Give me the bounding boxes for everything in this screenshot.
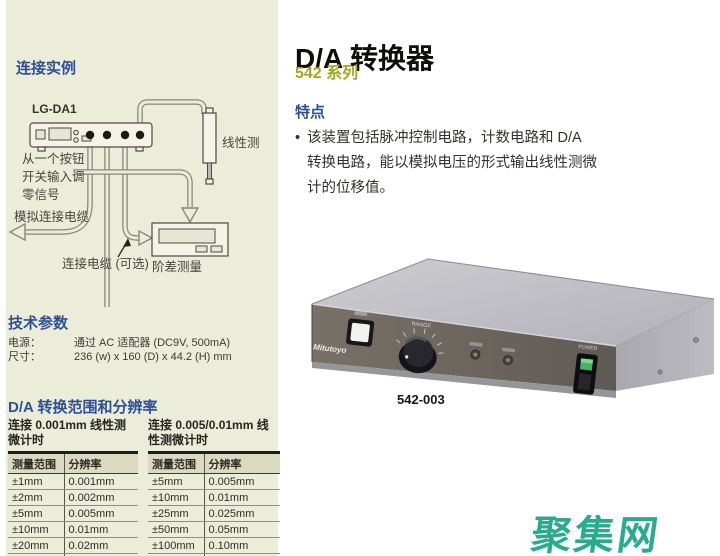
zero-signal-note-line: 零信号 [22, 188, 60, 202]
feature-text: 该装置包括脉冲控制电路，计数电路和 D/A 转换电路，能以模拟电压的形式输出线性… [307, 130, 597, 196]
table-cell: ±5mm [148, 473, 204, 490]
annotation-arrow-icon [117, 238, 131, 258]
col-header-resolution: 分辨率 [63, 452, 138, 474]
col-header-range: 测量范围 [148, 452, 204, 474]
table-cell: ±50mm [148, 521, 204, 538]
table-cell: 0.01mm [63, 521, 138, 538]
button-label-plate [354, 310, 368, 317]
range-knob-label: RANGE [411, 321, 431, 329]
table-cell: 0.025mm [203, 505, 280, 522]
spec-row-power: 电源： 通过 AC 适配器 (DC9V, 500mA) [8, 336, 232, 350]
device-right-face [616, 299, 714, 391]
site-watermark: 聚集网 [528, 514, 664, 556]
table-cell: ±1mm [8, 473, 64, 490]
led-dot [473, 352, 478, 357]
table-cell: 0.05mm [203, 521, 280, 538]
zero-signal-note-line: 从一个按钮 [22, 151, 85, 166]
table-cell: ±25mm [148, 505, 204, 522]
device-label: LG-DA1 [32, 102, 77, 116]
screw-icon [693, 337, 699, 343]
bullet-icon: • [295, 130, 301, 146]
range-table-caption: 连接 0.001mm 线性测微计时 [8, 418, 127, 447]
left-panel: 连接实例 技术参数 电源： 通过 AC 适配器 (DC9V, 500mA) 尺寸：… [6, 0, 280, 556]
connection-example-heading: 连接实例 [16, 60, 77, 77]
table-cell: ±5mm [8, 505, 64, 522]
arrow-left-icon [8, 222, 26, 242]
linear-gauge-drawing [202, 107, 217, 185]
led-dot [506, 358, 510, 362]
table-cell: 0.005mm [63, 505, 138, 522]
brand-logo: Mitutoyo [313, 342, 347, 355]
feature-bullet: • 该装置包括脉冲控制电路，计数电路和 D/A 转换电路，能以模拟电压的形式输出… [295, 126, 597, 201]
step-measure-label: 阶差测量 [152, 260, 202, 274]
page-title: D/A 转换器 [295, 42, 434, 74]
spec-value: 236 (w) x 160 (D) x 44.2 (H) mm [74, 351, 232, 363]
connection-diagram: LG-DA1 线性测 从一个按钮 开关输入调 零信号 模拟连接电缆 连接电缆 (… [8, 99, 260, 307]
power-switch [573, 353, 598, 395]
spec-value: 通过 AC 适配器 (DC9V, 500mA) [74, 337, 231, 349]
cable-paths [8, 99, 207, 307]
table-cell: ±2mm [8, 489, 64, 506]
table-cell: ±20mm [8, 537, 64, 554]
table-cell: ±10mm [8, 521, 64, 538]
table-cell: ±10mm [148, 489, 204, 506]
product-photo: Mitutoyo RANGE [310, 258, 716, 398]
table-cell: 0.02mm [63, 537, 138, 554]
range-knob [396, 328, 444, 374]
counter-unit-drawing [29, 122, 153, 152]
gauge-label: 线性测 [222, 136, 260, 150]
arrow-down-icon [180, 207, 200, 224]
zero-button [350, 322, 370, 343]
zero-signal-note-line: 开关输入调 [22, 169, 85, 184]
table-header-row: 测量范围 分辨率 [8, 452, 138, 474]
specs-heading: 技术参数 [8, 315, 69, 332]
table-cell: 0.01mm [203, 489, 280, 506]
optional-cable-label: 连接电缆 (可选) [62, 256, 149, 271]
device-bottom-lip [312, 362, 616, 398]
table-header-row: 测量范围 分辨率 [148, 452, 280, 474]
spec-label: 尺寸： [8, 351, 41, 363]
col-header-resolution: 分辨率 [203, 452, 280, 474]
power-switch-label: POWER [578, 344, 598, 352]
table-cell: 0.005mm [203, 473, 280, 490]
table-cell: ±100mm [148, 537, 204, 554]
series-label: 542 系列 [295, 65, 359, 82]
product-model-caption: 542-003 [397, 392, 445, 407]
led-label-plate [469, 341, 483, 347]
table-cell: 0.10mm [203, 537, 280, 554]
ranges-heading: D/A 转换范围和分辨率 [8, 399, 158, 416]
range-table-caption: 连接 0.005/0.01mm 线性测微计时 [148, 418, 269, 447]
features-heading: 特点 [295, 104, 326, 121]
screw-icon [657, 369, 663, 375]
analog-cable-label: 模拟连接电缆 [14, 209, 90, 224]
spec-row-dimensions: 尺寸： 236 (w) x 160 (D) x 44.2 (H) mm [8, 350, 232, 364]
col-header-range: 测量范围 [8, 452, 64, 474]
display-unit-drawing [151, 222, 229, 257]
table-cell: 0.002mm [63, 489, 138, 506]
arrow-right-icon [138, 229, 154, 247]
specs-list: 电源： 通过 AC 适配器 (DC9V, 500mA) 尺寸： 236 (w) x … [8, 336, 232, 364]
spec-label: 电源： [8, 337, 41, 349]
table-cell: 0.001mm [63, 473, 138, 490]
led-label-plate [502, 347, 516, 353]
